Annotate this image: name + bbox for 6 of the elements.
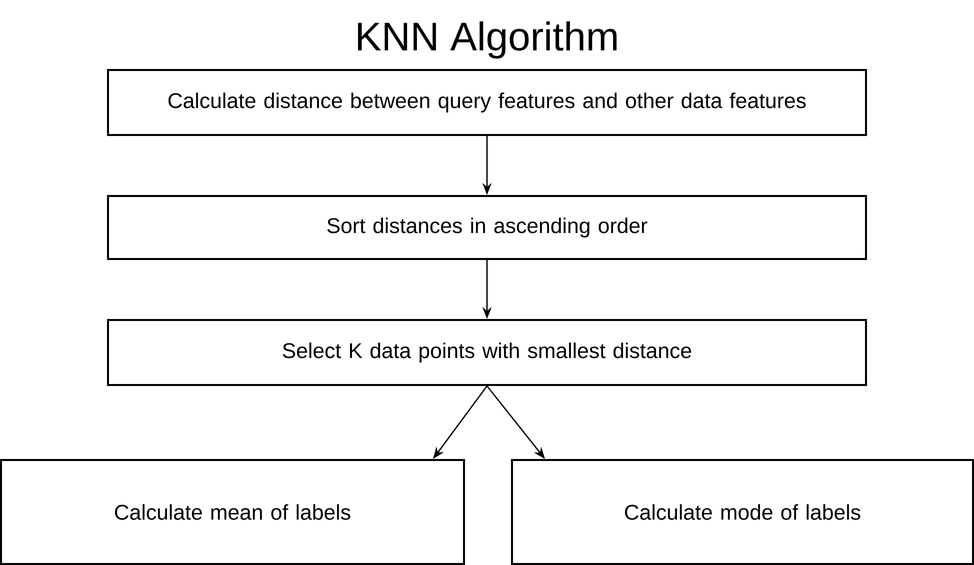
process-box: Calculate distance between query features and other data features: [107, 69, 867, 136]
process-box: Calculate mode of labels: [511, 459, 974, 565]
process-box: Select K data points with smallest distance: [107, 319, 867, 386]
process-box: Calculate mean of labels: [0, 459, 465, 565]
process-box: Sort distances in ascending order: [107, 195, 867, 260]
title: KNN Algorithm: [358, 21, 617, 59]
